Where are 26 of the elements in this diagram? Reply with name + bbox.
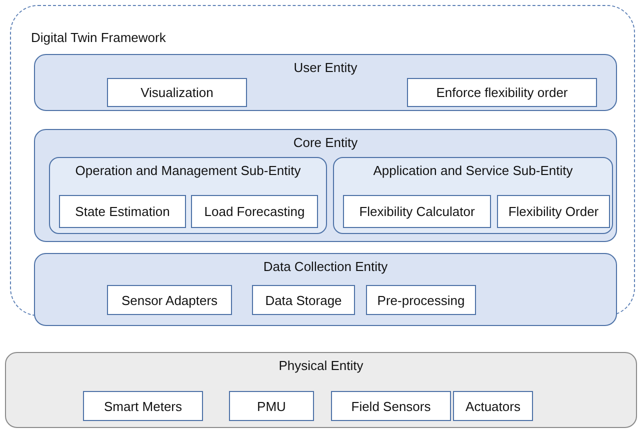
group-title: Application and Service Sub-Entity bbox=[372, 163, 574, 178]
group-title: Digital Twin Framework bbox=[31, 30, 166, 45]
component-box: Data Storage bbox=[252, 285, 355, 315]
component-box: Enforce flexibility order bbox=[407, 78, 597, 107]
group-title: Data Collection Entity bbox=[262, 259, 389, 274]
component-box: Flexibility Order bbox=[497, 195, 610, 228]
component-box: Load Forecasting bbox=[191, 195, 318, 228]
group-title: Operation and Management Sub-Entity bbox=[74, 163, 302, 178]
group-title: User Entity bbox=[292, 60, 358, 75]
entity-panel bbox=[34, 253, 617, 326]
entity-panel bbox=[34, 129, 617, 242]
component-box: Visualization bbox=[107, 78, 247, 107]
component-box: Sensor Adapters bbox=[107, 285, 232, 315]
entity-panel bbox=[34, 54, 617, 111]
sub-entity-box bbox=[49, 157, 327, 234]
component-box: Field Sensors bbox=[331, 391, 451, 421]
component-box: PMU bbox=[229, 391, 314, 421]
entity-panel bbox=[5, 352, 637, 428]
component-box: Smart Meters bbox=[83, 391, 203, 421]
group-title: Physical Entity bbox=[278, 358, 364, 373]
component-box: State Estimation bbox=[59, 195, 186, 228]
component-box: Actuators bbox=[453, 391, 533, 421]
component-box: Flexibility Calculator bbox=[343, 195, 491, 228]
sub-entity-box bbox=[333, 157, 613, 234]
component-box: Pre-processing bbox=[366, 285, 476, 315]
group-title: Core Entity bbox=[292, 135, 359, 150]
